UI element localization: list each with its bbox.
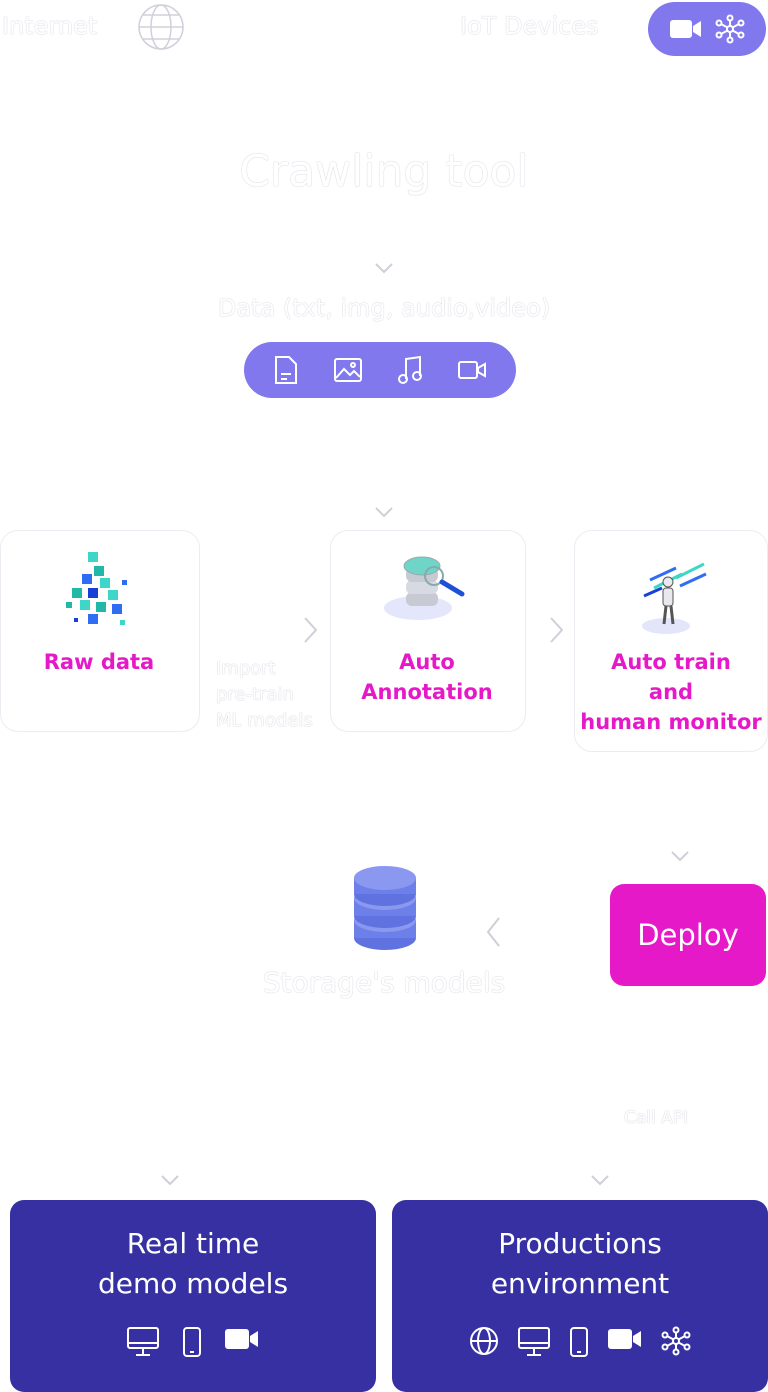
annotation-illustration	[382, 552, 472, 632]
chevron-down-icon	[161, 1175, 179, 1186]
data-types-pill	[244, 342, 516, 398]
music-note-icon	[398, 355, 422, 384]
production-line1: Productions	[498, 1227, 662, 1260]
chevron-down-icon	[375, 263, 393, 274]
data-types-label: Data (txt, img, audio,video)	[217, 294, 551, 322]
globe-icon	[136, 2, 186, 56]
video-camera-icon	[225, 1329, 258, 1349]
image-icon	[334, 358, 362, 382]
document-icon	[275, 356, 297, 384]
auto-train-line3: human monitor	[580, 710, 762, 734]
production-line2: environment	[490, 1267, 670, 1300]
chevron-down-icon	[671, 851, 689, 862]
monitor-icon	[518, 1327, 550, 1356]
deploy-label: Deploy	[637, 918, 739, 952]
raw-data-card	[0, 530, 200, 732]
storage-models-label: Storage's models	[262, 966, 506, 999]
realtime-demo-box: Real time demo models	[10, 1200, 376, 1392]
raw-data-illustration	[60, 550, 132, 634]
video-camera-icon	[608, 1329, 641, 1349]
chevron-right-icon	[550, 617, 564, 643]
auto-train-line1: Auto train	[611, 650, 731, 674]
chevron-down-icon	[591, 1175, 609, 1186]
auto-annotation-line1: Auto	[399, 650, 455, 674]
raw-data-label: Raw data	[43, 650, 155, 674]
chevron-down-icon	[375, 507, 393, 518]
video-camera-icon	[670, 20, 701, 38]
smartphone-icon	[570, 1327, 588, 1357]
auto-annotation-line2: Annotation	[361, 680, 493, 704]
production-env-box: Productions environment	[392, 1200, 768, 1392]
deploy-box: Deploy	[610, 884, 766, 986]
auto-train-line2: and	[648, 680, 694, 704]
import-models-line1: Import	[216, 658, 276, 679]
iot-devices-pill	[648, 2, 766, 56]
realtime-line2: demo models	[97, 1267, 289, 1300]
auto-train-card	[574, 530, 768, 752]
crawling-tool-title: Crawling tool	[239, 146, 529, 197]
chevron-right-icon	[304, 617, 318, 643]
import-models-line3: ML models	[216, 710, 313, 731]
call-api-label: Call API	[624, 1108, 689, 1128]
network-icon	[715, 14, 745, 44]
network-icon	[661, 1326, 691, 1356]
iot-devices-label: IoT Devices	[460, 12, 599, 40]
video-icon	[458, 361, 486, 379]
chevron-left-icon	[486, 917, 500, 947]
internet-label: Internet	[2, 12, 98, 40]
monitor-icon	[127, 1327, 159, 1356]
import-models-line2: pre-train	[216, 684, 294, 705]
realtime-line1: Real time	[126, 1227, 260, 1260]
globe-icon	[470, 1327, 498, 1355]
robot-illustration	[636, 560, 708, 640]
database-icon	[352, 864, 418, 958]
smartphone-icon	[183, 1327, 201, 1357]
